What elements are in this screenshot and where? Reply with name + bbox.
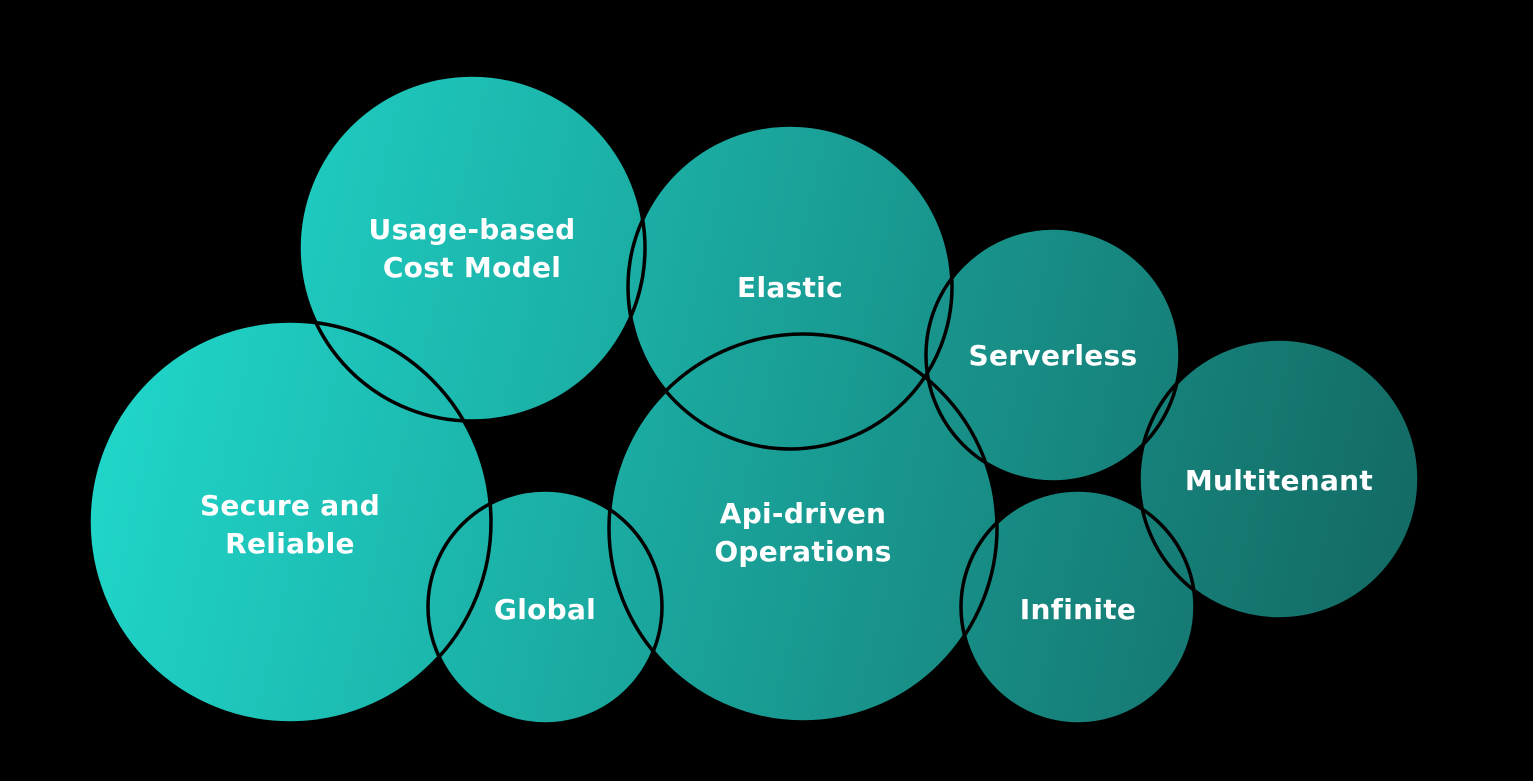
bubble-outline-secure <box>87 319 493 725</box>
bubble-label-line: Elastic <box>737 271 843 304</box>
bubble-label-serverless: Serverless <box>969 339 1138 372</box>
bubble-label-line: Reliable <box>225 527 355 560</box>
bubble-label-line: Secure and <box>200 489 380 522</box>
bubble-outline-global <box>426 488 664 726</box>
bubble-usage <box>299 75 645 421</box>
bubble-label-infinite: Infinite <box>1020 593 1136 626</box>
bubble-label-line: Serverless <box>969 339 1138 372</box>
bubble-serverless <box>926 228 1180 482</box>
bubble-label-line: Operations <box>714 535 891 568</box>
bubble-multitenant <box>1139 339 1419 619</box>
bubble-outlines <box>87 73 1421 726</box>
bubble-label-multitenant: Multitenant <box>1185 464 1373 497</box>
bubble-label-line: Usage-based <box>369 213 576 246</box>
bubble-secure <box>89 321 491 723</box>
bubble-global <box>428 490 662 724</box>
bubble-label-line: Multitenant <box>1185 464 1373 497</box>
bubble-outline-infinite <box>959 488 1197 726</box>
bubble-outline-usage <box>297 73 647 423</box>
bubble-label-line: Global <box>494 593 596 626</box>
bubble-label-global: Global <box>494 593 596 626</box>
bubble-outline-serverless <box>924 226 1182 484</box>
bubble-label-line: Api-driven <box>720 497 887 530</box>
bubble-outline-elastic <box>626 123 954 451</box>
bubble-outline-api <box>607 332 999 724</box>
bubble-api <box>609 334 997 722</box>
bubble-label-line: Cost Model <box>383 251 561 284</box>
bubble-label-elastic: Elastic <box>737 271 843 304</box>
bubble-outline-multitenant <box>1137 337 1421 621</box>
bubble-infinite <box>961 490 1195 724</box>
bubble-fills <box>89 75 1419 724</box>
bubble-label-line: Infinite <box>1020 593 1136 626</box>
